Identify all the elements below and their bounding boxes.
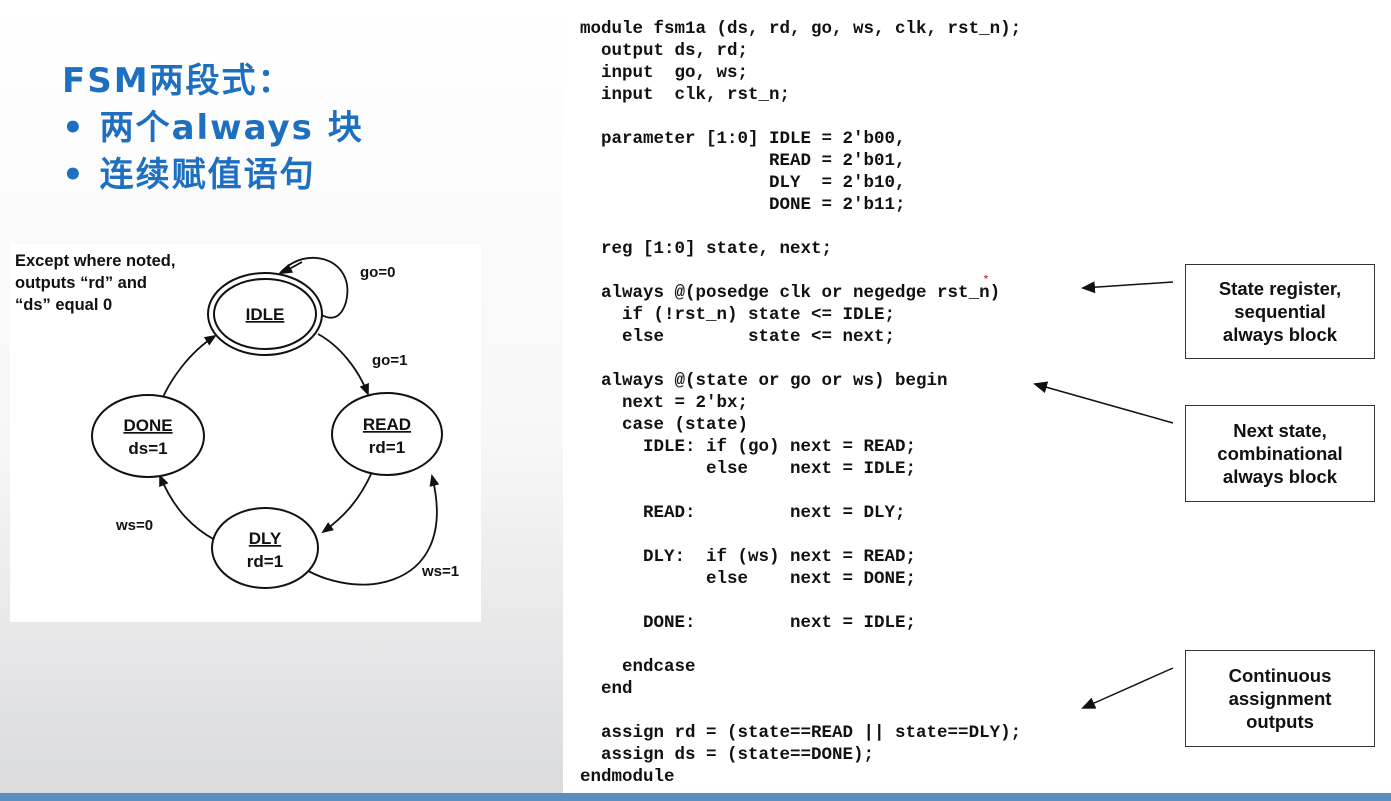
state-diagram: Except where noted, outputs “rd” and “ds… <box>15 252 459 589</box>
state-dly: DLY rd=1 <box>211 507 319 589</box>
code-line: reg [1:0] state, next; <box>580 239 833 259</box>
code-line: input clk, rst_n; <box>580 85 791 105</box>
code-line: if (!rst_n) state <= IDLE; <box>580 305 896 325</box>
code-line: end <box>580 679 633 699</box>
slide-title: FSM两段式： • 两个always 块 • 连续赋值语句 <box>62 58 364 199</box>
state-done-name: DONE <box>123 416 172 435</box>
state-read-name: READ <box>363 415 411 434</box>
diagram-note-line-1: Except where noted, <box>15 252 175 270</box>
state-idle-name: IDLE <box>246 305 285 324</box>
diagram-note-line-2: outputs “rd” and <box>15 274 147 292</box>
cursor-mark: * <box>984 274 988 285</box>
bottom-bar <box>0 793 1391 801</box>
code-line: READ: next = DLY; <box>580 503 906 523</box>
label-ws-0: ws=0 <box>115 517 153 534</box>
code-line: else next = DONE; <box>580 569 917 589</box>
code-line: always @(posedge clk or negedge rst_n) <box>580 283 1001 303</box>
arrow-next-state <box>1033 381 1174 424</box>
title-bullet-continuous-assign: • 连续赋值语句 <box>62 155 316 195</box>
callout-continuous-assignment: Continuous assignment outputs <box>1185 650 1375 747</box>
diagram-note-line-3: “ds” equal 0 <box>15 296 112 314</box>
code-line: parameter [1:0] IDLE = 2'b00, <box>580 129 906 149</box>
code-line: IDLE: if (go) next = READ; <box>580 437 917 457</box>
verilog-code: module fsm1a (ds, rd, go, ws, clk, rst_n… <box>580 18 1021 788</box>
transition-idle-self-arrow <box>280 261 303 274</box>
code-line: DONE = 2'b11; <box>580 195 906 215</box>
transition-dly-to-done <box>159 474 216 541</box>
code-line: DLY: if (ws) next = READ; <box>580 547 917 567</box>
code-line: DLY = 2'b10, <box>580 173 906 193</box>
transition-idle-to-read <box>317 333 369 396</box>
code-line: DONE: next = IDLE; <box>580 613 917 633</box>
arrow-state-register <box>1081 281 1174 294</box>
code-line: assign ds = (state==DONE); <box>580 745 875 765</box>
transition-dly-to-read <box>291 474 440 586</box>
label-go-1: go=1 <box>372 352 407 369</box>
transition-idle-self <box>271 256 349 319</box>
state-diagram-panel: Except where noted, outputs “rd” and “ds… <box>10 244 481 622</box>
code-line: else next = IDLE; <box>580 459 917 479</box>
title-heading: FSM两段式： <box>62 61 294 101</box>
transition-done-to-idle <box>159 334 217 405</box>
transition-read-to-dly <box>321 471 373 534</box>
state-dly-name: DLY <box>249 529 282 548</box>
state-read: READ rd=1 <box>331 392 443 476</box>
code-line: input go, ws; <box>580 63 749 83</box>
callout-next-state: Next state, combinational always block <box>1185 405 1375 502</box>
code-line: next = 2'bx; <box>580 393 749 413</box>
callout-state-register: State register, sequential always block <box>1185 264 1375 359</box>
state-idle: IDLE <box>207 272 323 356</box>
code-line: endmodule <box>580 767 675 787</box>
state-read-output: rd=1 <box>369 438 405 457</box>
code-line: always @(state or go or ws) begin <box>580 371 948 391</box>
code-line: module fsm1a (ds, rd, go, ws, clk, rst_n… <box>580 19 1022 39</box>
code-line: else state <= next; <box>580 327 896 347</box>
title-bullet-always-blocks: • 两个always 块 <box>62 108 364 148</box>
code-line: output ds, rd; <box>580 41 749 61</box>
state-done-output: ds=1 <box>128 439 167 458</box>
arrow-continuous-assign <box>1081 667 1174 709</box>
code-line: assign rd = (state==READ || state==DLY); <box>580 723 1022 743</box>
callout-arrows: * <box>984 274 1174 709</box>
code-line: READ = 2'b01, <box>580 151 906 171</box>
state-dly-output: rd=1 <box>247 552 283 571</box>
label-go-0: go=0 <box>360 264 395 281</box>
state-done: DONE ds=1 <box>91 394 205 478</box>
label-ws-1: ws=1 <box>421 563 459 580</box>
code-line: endcase <box>580 657 696 677</box>
code-line: case (state) <box>580 415 749 435</box>
